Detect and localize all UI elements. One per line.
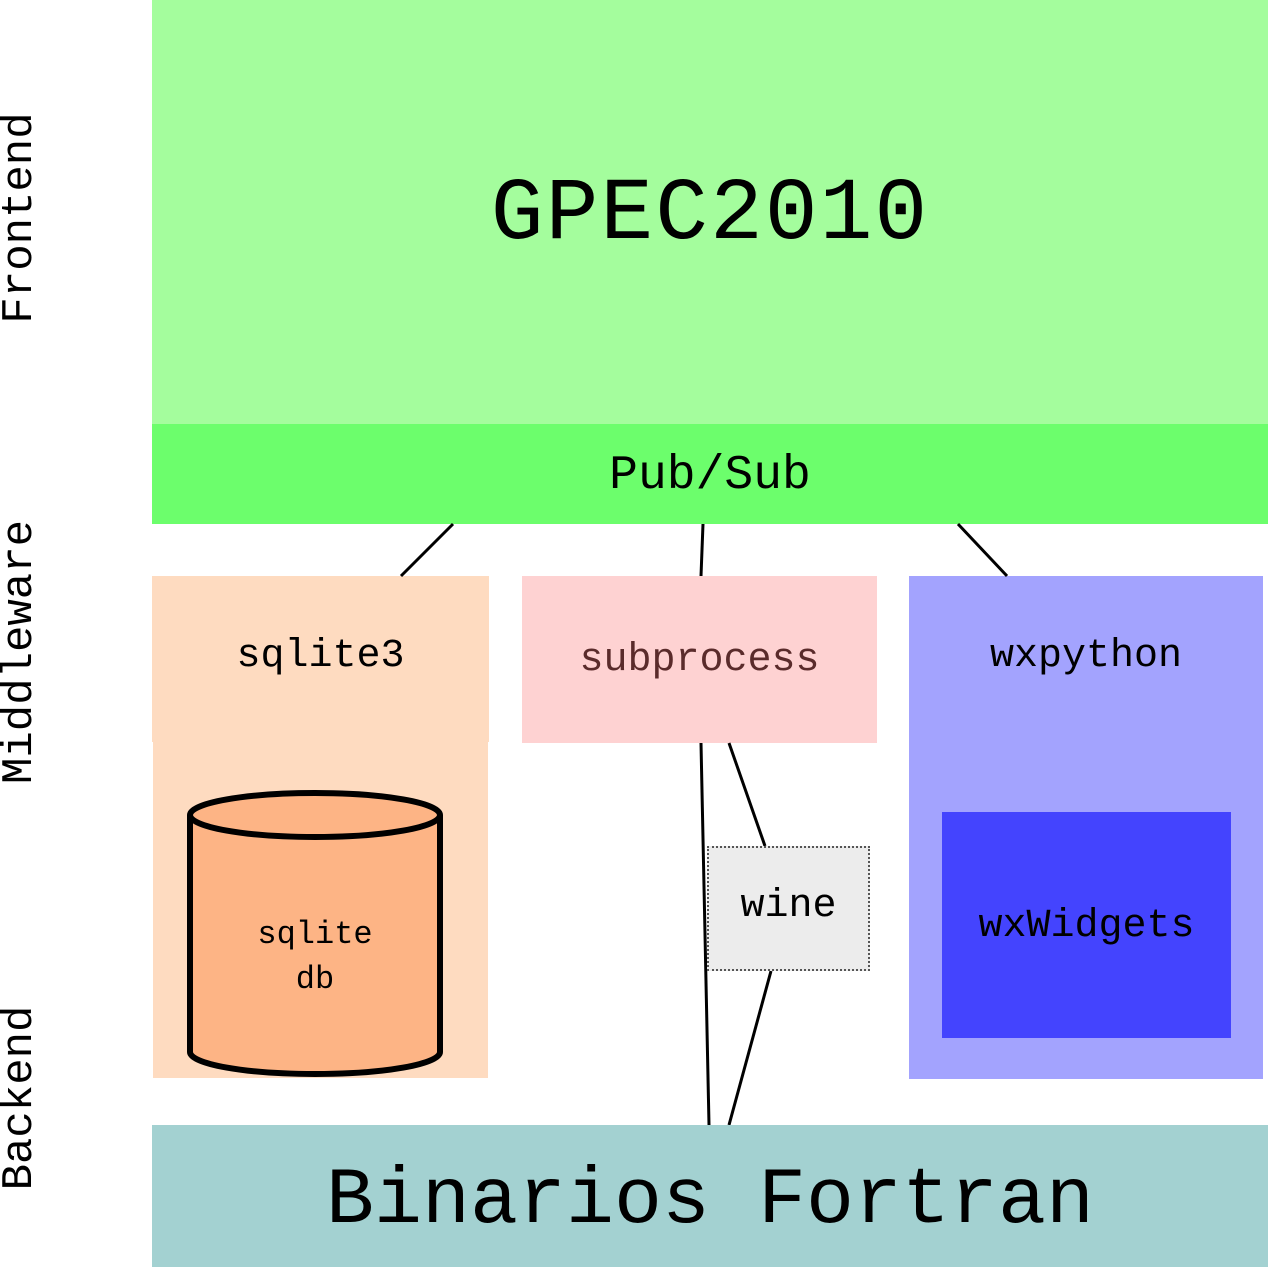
sqlite3-label: sqlite3 [236,634,405,679]
wxpython-label: wxpython [989,634,1183,679]
gpec2010-label: GPEC2010 [490,165,930,265]
subprocess-box: subprocess [522,576,877,743]
subprocess-label: subprocess [579,638,820,683]
connector-subprocess-fortran [699,742,711,1126]
connector-subprocess-wine [727,742,767,847]
wxwidgets-label: wxWidgets [978,903,1195,949]
connector-lines [399,522,1009,1126]
fortran-binaries-label: Binarios Fortran [325,1155,1095,1247]
sqlite3-box [152,576,489,742]
connector-pubsub-wxpython [956,522,1009,578]
database-cylinder-icon [187,790,443,1077]
wine-box: wine [707,846,870,971]
pubsub-label: Pub/Sub [609,449,811,503]
connector-wine-fortran [727,970,773,1126]
wine-label: wine [740,884,837,929]
fortran-binaries-box: Binarios Fortran [152,1125,1268,1267]
sqlite-db-label: sqlite db [257,916,373,998]
connector-pubsub-sqlite3 [399,522,455,578]
wxwidgets-box: wxWidgets [942,812,1231,1038]
pubsub-bus-box: Pub/Sub [152,424,1268,524]
connector-pubsub-subprocess [699,523,705,577]
gpec2010-frontend-box: GPEC2010 [152,0,1268,424]
